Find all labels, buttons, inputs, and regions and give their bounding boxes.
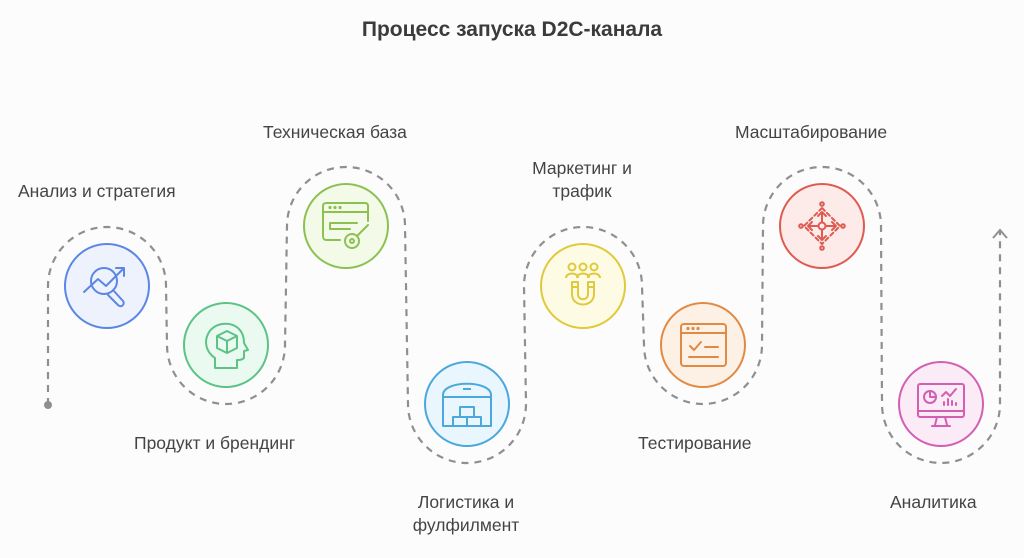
step-testing-node[interactable] xyxy=(660,302,746,388)
step-label-product: Продукт и брендинг xyxy=(134,433,296,453)
step-label-analytics: Аналитика xyxy=(890,492,977,512)
chart-magnifier-icon xyxy=(83,267,125,308)
step-label-marketing-line1: Маркетинг и xyxy=(532,158,632,178)
browser-key-icon xyxy=(322,202,369,249)
path-start-dot xyxy=(44,401,52,409)
step-label-marketing: Маркетинг и трафик xyxy=(532,157,632,203)
browser-check-icon xyxy=(680,323,727,367)
step-analysis-node[interactable] xyxy=(64,243,150,329)
step-label-logistics-line2: фулфилмент xyxy=(412,515,520,535)
warehouse-boxes-icon xyxy=(442,382,492,427)
expand-arrows-icon xyxy=(798,201,846,251)
diagram-title: Процесс запуска D2C-канала xyxy=(361,18,663,41)
path-end-arrow-icon xyxy=(992,228,1008,239)
step-tech-node[interactable] xyxy=(303,183,389,269)
step-label-logistics-line1: Логистика и xyxy=(417,492,515,512)
step-label-testing: Тестирование xyxy=(638,433,752,453)
step-label-logistics: Логистика и фулфилмент xyxy=(413,491,520,537)
monitor-analytics-icon xyxy=(917,383,965,427)
head-cube-icon xyxy=(205,322,249,369)
step-analytics-node[interactable] xyxy=(898,361,984,447)
dashed-process-path xyxy=(46,165,1002,465)
step-label-marketing-line2: трафик xyxy=(552,181,612,201)
people-magnet-icon xyxy=(565,262,601,306)
step-label-tech: Техническая база xyxy=(263,122,407,142)
step-label-scaling: Масштабирование xyxy=(735,122,888,142)
step-scaling-node[interactable] xyxy=(779,183,865,269)
step-logistics-node[interactable] xyxy=(424,361,510,447)
step-label-analysis: Анализ и стратегия xyxy=(18,181,176,201)
step-marketing-node[interactable] xyxy=(540,243,626,329)
step-product-node[interactable] xyxy=(183,302,269,388)
